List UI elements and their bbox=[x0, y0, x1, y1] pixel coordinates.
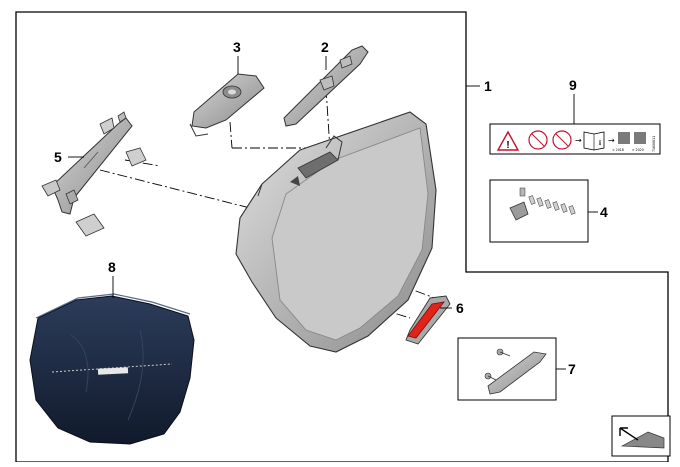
callout-2: 2 bbox=[321, 39, 329, 55]
reflector-holder-box bbox=[457, 337, 557, 401]
callout-6: 6 bbox=[456, 300, 464, 316]
callout-4: 4 bbox=[600, 204, 608, 220]
side-case-part bbox=[235, 111, 437, 353]
warning-triangle-icon: ! bbox=[496, 130, 520, 151]
lock-part bbox=[189, 73, 265, 137]
warning-label-card: ! → i → < 2018 > 2020 71608811 bbox=[489, 123, 661, 155]
callout-5: 5 bbox=[54, 149, 62, 165]
reflector-part bbox=[405, 295, 451, 345]
direction-arrow-icon bbox=[611, 415, 671, 457]
callout-leaders bbox=[68, 56, 598, 370]
label-tiny-vertical: 71608811 bbox=[652, 136, 656, 152]
callout-3: 3 bbox=[233, 39, 241, 55]
callout-1: 1 bbox=[484, 78, 492, 94]
callout-7: 7 bbox=[568, 361, 576, 377]
label-tiny-left: < 2018 bbox=[612, 148, 624, 152]
svg-text:→: → bbox=[608, 136, 615, 145]
manual-book-icon: i bbox=[583, 131, 605, 151]
inner-bag-part bbox=[29, 293, 195, 445]
svg-text:→: → bbox=[575, 136, 582, 145]
callout-numbers: 1 2 3 4 5 6 7 8 9 bbox=[54, 39, 608, 377]
callout-8: 8 bbox=[108, 259, 116, 275]
svg-text:i: i bbox=[599, 139, 601, 147]
label-tiny-right: > 2020 bbox=[632, 148, 644, 152]
screw-kit-box bbox=[489, 179, 589, 243]
mounting-rail-part bbox=[41, 111, 147, 237]
callout-9: 9 bbox=[569, 77, 577, 93]
handle-part bbox=[283, 45, 369, 127]
svg-text:!: ! bbox=[506, 140, 509, 151]
